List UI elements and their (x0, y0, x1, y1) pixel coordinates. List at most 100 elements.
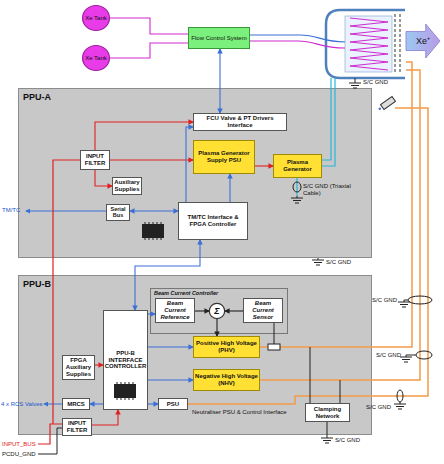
ground-wire (355, 78, 356, 81)
chip-pins (117, 382, 133, 400)
ppu-panel: PPU-A FCU Valve & PT Drivers InterfaceINP… (18, 88, 372, 258)
connector (110, 18, 188, 34)
reference-box: Beam Current Reference (155, 298, 195, 323)
flow-control-box: Flow Control System (188, 27, 250, 49)
connector (219, 49, 220, 113)
node-text: Flow Control System (191, 35, 246, 42)
connector (130, 210, 178, 211)
node-text: TM/TC Interface & FPGA Controller (180, 214, 246, 228)
chip-pins (145, 222, 161, 240)
node-text: Auxiliary Supplies (114, 179, 140, 193)
signal-name: PCDU_GND (2, 451, 38, 458)
node-text: Plasma Generator (275, 159, 320, 173)
connector (148, 403, 158, 404)
ground-label: S/C GND (376, 352, 404, 359)
pcdu-ground-wire (38, 428, 62, 454)
node-text: Beam Current Sensor (245, 300, 281, 321)
ground-label: S/C GND (335, 437, 367, 444)
input-bus-wire (53, 160, 80, 424)
signal-name: INPUT_BUS (2, 441, 38, 448)
signal-name: TM/TC (2, 207, 26, 214)
connector (95, 364, 103, 365)
circle-shape (209, 303, 224, 318)
node-text: PSU (167, 401, 179, 408)
connector (186, 127, 193, 202)
ground-wire (406, 355, 416, 356)
node-text: PPU-B (23, 279, 367, 289)
controller-box: TM/TC Interface & FPGA Controller (178, 202, 248, 240)
ground-symbol (349, 81, 361, 88)
connector (195, 310, 209, 311)
power-supply-box: Positive High Voltage (PHV) (193, 336, 260, 358)
coax-shield (408, 296, 432, 304)
serial-bus-box: Serial Bus (106, 204, 130, 221)
rf-cable (322, 78, 335, 166)
power-supply-box: Negative High Voltage (NHV) (193, 369, 260, 391)
triaxial-cable (296, 178, 297, 196)
propellant-line (250, 41, 345, 48)
plasma-generator-box: Plasma Generator (273, 154, 322, 178)
extraction-grid (395, 14, 400, 74)
auxiliary-box: FPGA Auxiliary Supplies (62, 355, 95, 380)
connector (229, 174, 230, 202)
block-label: Neutraliser PSU & Control Interface (192, 409, 294, 416)
node-text: Negative High Voltage (NHV) (195, 373, 258, 387)
ground-symbol (312, 258, 324, 265)
ion-beam-arrow: Xe⁺ (406, 24, 440, 58)
sense-resistor (268, 344, 280, 350)
ground-symbol (321, 436, 333, 443)
connector (95, 170, 112, 186)
rf-coil (350, 18, 388, 70)
node-text: Xe⁺ (416, 36, 430, 46)
connector (216, 319, 217, 336)
ground-label: S/C GND (366, 404, 394, 411)
filter-box: INPUT FILTER (80, 150, 110, 170)
circle-shape (83, 6, 110, 31)
ground-label: S/C GND (363, 79, 395, 86)
controller-box: PPU-B INTERFACE CONTROLLER (103, 310, 148, 410)
power-supply-box: PSU (158, 398, 188, 410)
node-text: INPUT FILTER (82, 153, 108, 167)
node-text: PPU-B INTERFACE CONTROLLER (105, 350, 147, 371)
fpga-chip (114, 384, 136, 398)
connector (255, 165, 273, 166)
neutraliser-cable (188, 108, 428, 404)
connector (90, 403, 103, 404)
node-text: Beam Current Reference (157, 300, 193, 321)
sense-line (274, 323, 275, 344)
connector (110, 43, 188, 58)
controller-region: Beam Current ControllerBeam Current Refe… (150, 288, 288, 334)
phv-cable (260, 62, 412, 347)
ground-label: S/C GND (326, 259, 358, 266)
xenon-tank: Xe Tank (82, 5, 110, 31)
sensor-box: Beam Current Sensor (243, 298, 283, 323)
neutraliser (377, 97, 395, 112)
controller-ground (103, 310, 148, 410)
connector (148, 346, 193, 347)
node-text: Xe Tank (85, 55, 107, 62)
arrow-shape (406, 24, 440, 58)
clamp-wires (310, 347, 340, 436)
node-text: FPGA Auxiliary Supplies (64, 357, 93, 378)
clamping-box: Clamping Network (305, 403, 350, 422)
ground-symbol (291, 196, 303, 203)
node-text: PPU-A (23, 92, 367, 102)
ground-symbol (400, 355, 412, 362)
node-text: Σ (214, 306, 219, 316)
input-bus-wire (38, 424, 62, 444)
connector (135, 240, 200, 310)
tmtc-bus (26, 211, 106, 212)
thruster-housing (326, 10, 405, 78)
circle-shape (83, 46, 110, 71)
ground-label: S/C GND (372, 297, 398, 304)
nhv-cable (260, 70, 420, 380)
interface-box: FCU Valve & PT Drivers Interface (193, 113, 287, 131)
ground-label: S/C GND (Triaxial Cable) (303, 183, 355, 197)
ground-wire (404, 300, 408, 301)
filter-box: INPUT FILTER (62, 418, 92, 436)
fpga-chip (142, 224, 164, 238)
connector (148, 313, 155, 314)
power-supply-box: Plasma Generator Supply PSU (193, 140, 255, 174)
node-text: Beam Current Controller (154, 290, 284, 296)
node-text: FCU Valve & PT Drivers Interface (195, 115, 285, 129)
